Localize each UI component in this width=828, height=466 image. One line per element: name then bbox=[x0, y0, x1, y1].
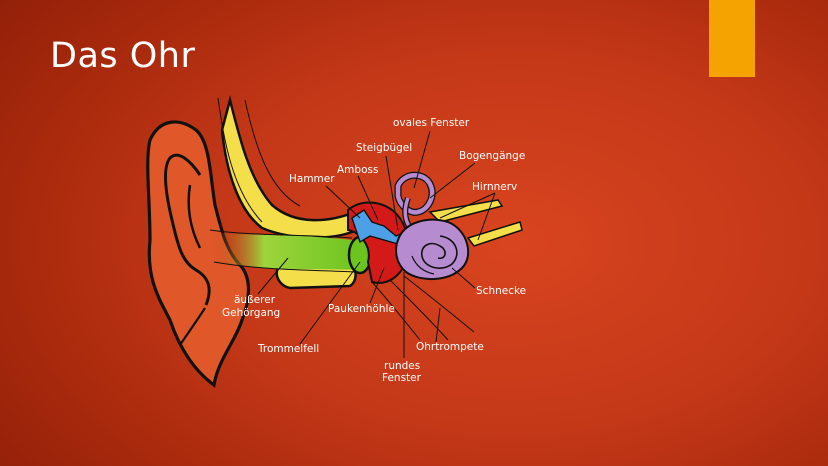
label-amboss: Amboss bbox=[337, 164, 378, 176]
inner-ear bbox=[394, 171, 470, 281]
label-hammer: Hammer bbox=[289, 173, 335, 185]
label-steigbuegel: Steigbügel bbox=[356, 142, 412, 154]
label-aeusserer-gehoergang-line1: äußerer bbox=[234, 294, 276, 306]
label-schnecke: Schnecke bbox=[476, 285, 526, 297]
ear-canal bbox=[209, 229, 373, 275]
pinna bbox=[146, 120, 251, 388]
accent-bar bbox=[709, 0, 755, 77]
label-ohrtrompete: Ohrtrompete bbox=[416, 341, 484, 353]
label-aeusserer-gehoergang-line2: Gehörgang bbox=[222, 307, 280, 319]
label-hirnnerv: Hirnnerv bbox=[472, 181, 517, 193]
label-bogengaenge: Bogengänge bbox=[459, 150, 525, 162]
slide-title: Das Ohr bbox=[50, 36, 196, 76]
label-trommelfell: Trommelfell bbox=[257, 343, 319, 355]
leader-lines bbox=[257, 130, 496, 358]
label-rundes-fenster-line2: Fenster bbox=[382, 372, 422, 384]
label-rundes-fenster-line1: rundes bbox=[384, 360, 420, 372]
label-ovales-fenster: ovales Fenster bbox=[393, 117, 470, 129]
label-paukenhoehle: Paukenhöhle bbox=[328, 303, 395, 315]
